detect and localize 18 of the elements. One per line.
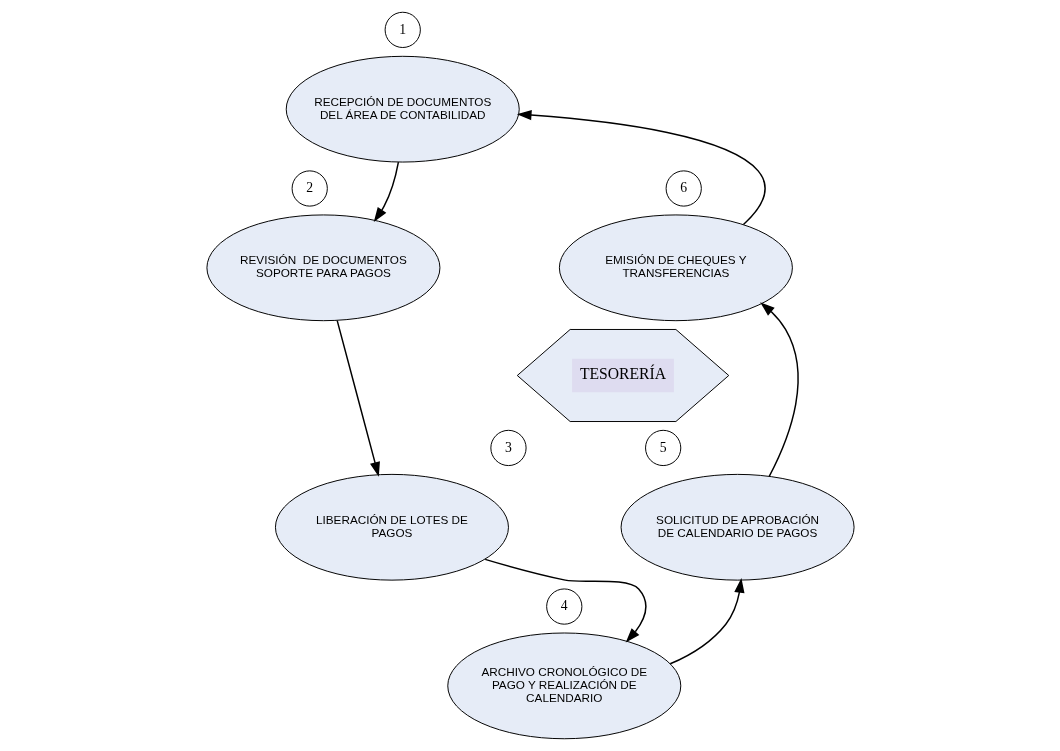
node-ellipse: LIBERACIÓN DE LOTES DE PAGOS	[274, 473, 509, 581]
node-circle: 2	[291, 170, 328, 207]
node-circle: 5	[644, 429, 681, 467]
arrow	[483, 558, 647, 643]
node-ellipse: EMISIÓN DE CHEQUES Y TRANSFERENCIAS	[558, 214, 793, 322]
node-ellipse: SOLICITUD DE APROBACIÓN DE CALENDARIO DE PAGOS	[620, 473, 855, 581]
node-circle: 6	[665, 170, 702, 207]
node-ellipse: RECEPCIÓN DE DOCUMENTOS DEL ÁREA DE CONTABILIDAD	[285, 55, 520, 163]
arrow	[669, 578, 744, 665]
node-ellipse: REVISIÓN DE DOCUMENTOS SOPORTE PARA PAGOS	[205, 214, 440, 322]
node-circle: 1	[384, 11, 421, 48]
node-circle: 4	[545, 588, 582, 625]
arrow	[373, 161, 399, 223]
node-ellipse: ARCHIVO CRONOLÓGICO DE PAGO Y REALIZACIÓN DE CALENDARIO	[446, 632, 681, 740]
node-circle: 3	[489, 429, 527, 467]
arrow	[335, 319, 380, 477]
arrow	[516, 110, 766, 226]
arrow	[759, 302, 799, 478]
